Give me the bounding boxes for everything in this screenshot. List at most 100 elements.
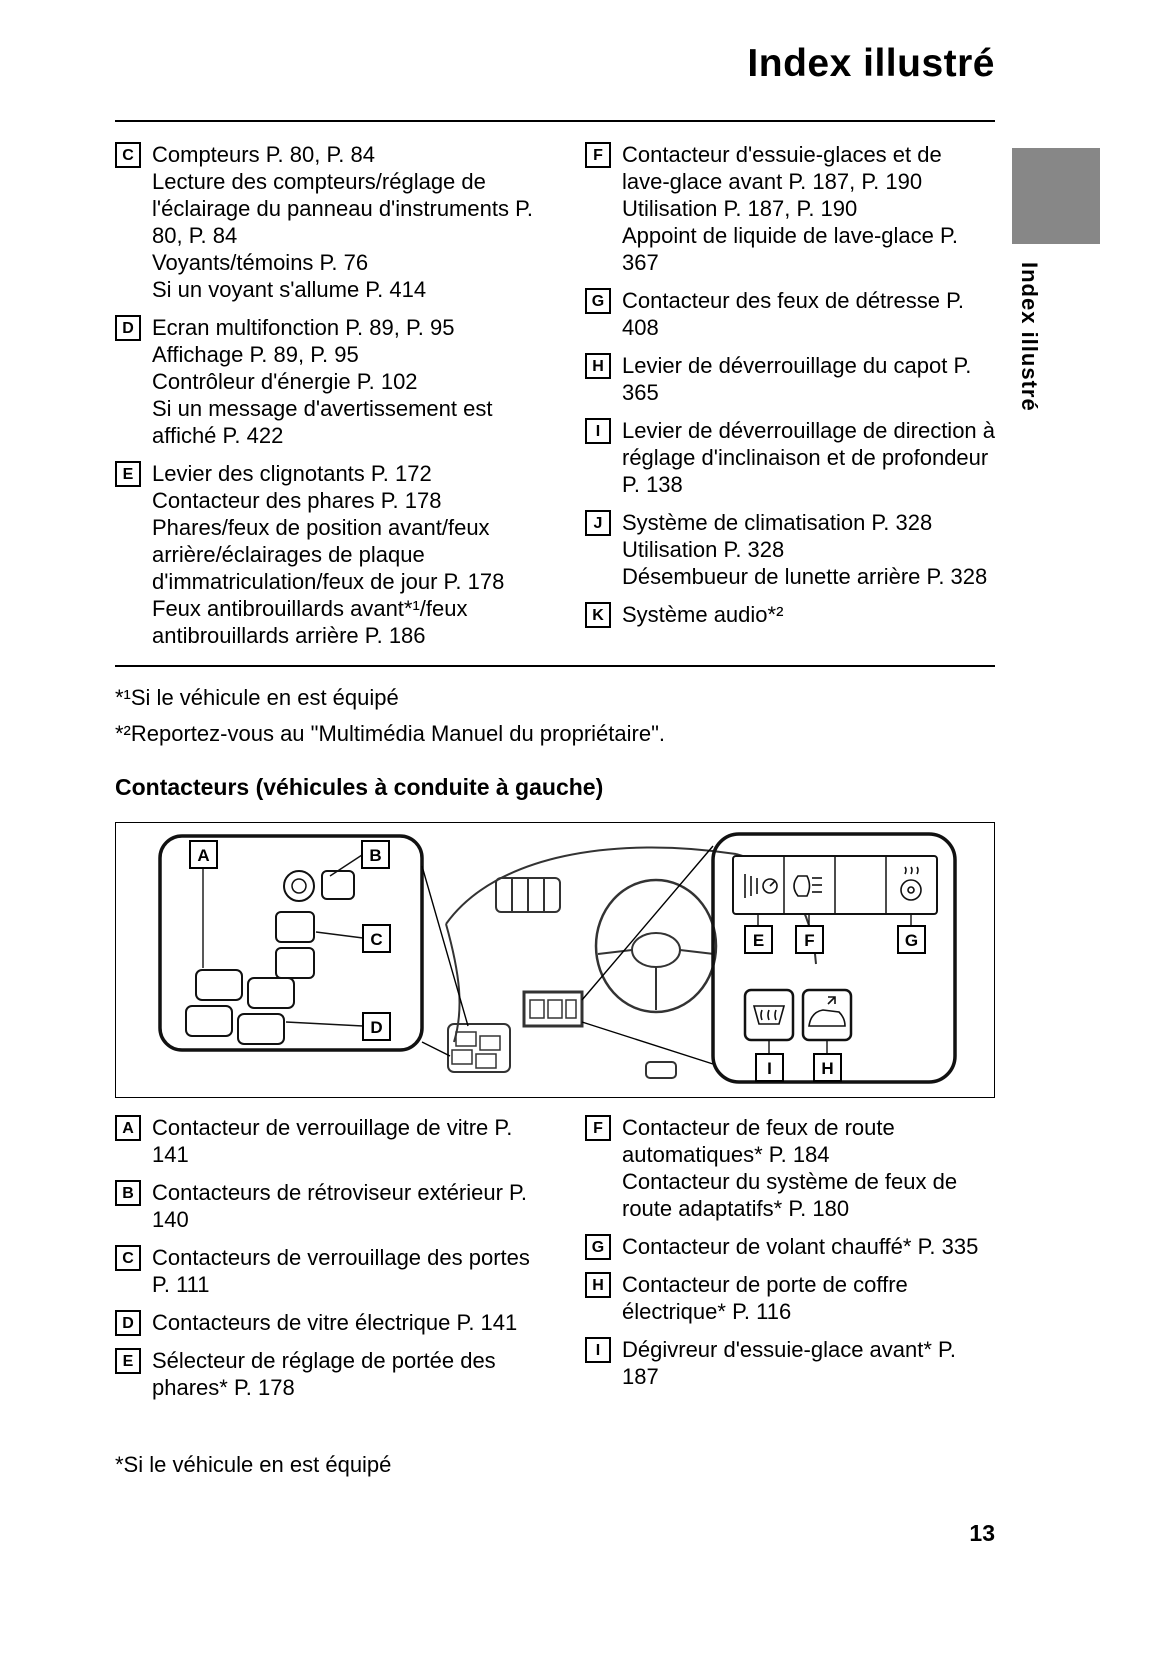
diagram-callout-f: F	[795, 925, 824, 954]
diagram-callout-a: A	[189, 840, 218, 869]
item-label-box: J	[585, 510, 611, 536]
contacteur-item-i: I Dégivreur d'essuie-glace avant* P. 187	[585, 1336, 995, 1390]
item-line: Levier de déverrouillage de direction à …	[622, 418, 996, 497]
door-switch-panel	[158, 834, 424, 1052]
window-lock-switch	[275, 947, 315, 979]
bottom-left-column: A Contacteur de verrouillage de vitre P.…	[115, 1114, 545, 1412]
item-label-box: D	[115, 315, 141, 341]
item-line: Appoint de liquide de lave-glace P. 367	[622, 223, 958, 275]
steering-wheel	[594, 878, 718, 1014]
diagram-callout-b: B	[361, 840, 390, 869]
contacteur-item-a: A Contacteur de verrouillage de vitre P.…	[115, 1114, 545, 1168]
svg-text:C: C	[370, 930, 382, 949]
index-item-d: D Ecran multifonction P. 89, P. 95 Affic…	[115, 314, 545, 449]
top-left-column: C Compteurs P. 80, P. 84 Lecture des com…	[115, 141, 545, 660]
item-label-box: H	[585, 353, 611, 379]
item-line: Contacteur des feux de détresse P. 408	[622, 288, 965, 340]
contacteur-item-c: C Contacteurs de verrouillage des portes…	[115, 1244, 545, 1298]
headlight-leveling-icon	[744, 874, 778, 898]
contacteur-item-g: G Contacteur de volant chauffé* P. 335	[585, 1233, 995, 1260]
diagram-callout-g: G	[897, 925, 926, 954]
contacteur-item-f: F Contacteur de feux de route automatiqu…	[585, 1114, 995, 1222]
diagram-callout-h: H	[813, 1053, 842, 1082]
item-line: Utilisation P. 328	[622, 537, 785, 562]
item-line: Lecture des compteurs/réglage de l'éclai…	[152, 169, 534, 248]
diagram-callout-e: E	[744, 925, 773, 954]
section-rule	[115, 665, 995, 667]
header-rule	[115, 120, 995, 122]
index-item-c: C Compteurs P. 80, P. 84 Lecture des com…	[115, 141, 545, 303]
index-item-k: K Système audio*²	[585, 601, 995, 628]
item-label-box: G	[585, 288, 611, 314]
right-switch-panels	[711, 832, 957, 1084]
contacteurs-heading: Contacteurs (véhicules à conduite à gauc…	[115, 774, 604, 800]
item-label-box: H	[585, 1272, 611, 1298]
svg-text:G: G	[905, 931, 918, 950]
item-label-box: D	[115, 1310, 141, 1336]
mirror-adjust-knob	[283, 870, 315, 902]
item-line: Système de climatisation P. 328	[622, 510, 933, 535]
footnote-1: *¹Si le véhicule en est équipé	[115, 685, 399, 710]
page-title: Index illustré	[747, 42, 995, 85]
item-line: Contacteur de porte de coffre électrique…	[622, 1272, 908, 1324]
page-number: 13	[969, 1520, 995, 1546]
item-line: Désembueur de lunette arrière P. 328	[622, 564, 988, 589]
contacteur-item-d: D Contacteurs de vitre électrique P. 141	[115, 1309, 545, 1336]
item-label-box: F	[585, 1115, 611, 1141]
item-line: Affichage P. 89, P. 95	[152, 342, 359, 367]
svg-text:F: F	[804, 931, 814, 950]
item-line: Contacteur des phares P. 178	[152, 488, 442, 513]
heated-steering-wheel-icon	[900, 866, 922, 901]
svg-text:D: D	[370, 1018, 382, 1037]
item-line: Système audio*²	[622, 602, 784, 627]
pedal	[645, 1061, 677, 1079]
item-line: Levier des clignotants P. 172	[152, 461, 432, 486]
contacteurs-index-columns: A Contacteur de verrouillage de vitre P.…	[115, 1114, 995, 1412]
item-line: Phares/feux de position avant/feux arriè…	[152, 515, 505, 594]
main-content: C Compteurs P. 80, P. 84 Lecture des com…	[115, 141, 995, 1478]
contacteur-item-h: H Contacteur de porte de coffre électriq…	[585, 1271, 995, 1325]
diagram-callout-i: I	[755, 1053, 784, 1082]
item-line: Dégivreur d'essuie-glace avant* P. 187	[622, 1337, 956, 1389]
item-line: Contacteur de feux de route automatiques…	[622, 1115, 895, 1167]
item-label-box: E	[115, 1348, 141, 1374]
index-item-j: J Système de climatisation P. 328 Utilis…	[585, 509, 995, 590]
driver-lower-panel	[447, 1023, 511, 1073]
index-item-f: F Contacteur d'essuie-glaces et de lave-…	[585, 141, 995, 276]
power-tailgate-icon	[808, 996, 846, 1027]
item-label-box: E	[115, 461, 141, 487]
window-switch	[195, 969, 243, 1001]
item-line: Sélecteur de réglage de portée des phare…	[152, 1348, 496, 1400]
item-line: Voyants/témoins P. 76	[152, 250, 369, 275]
window-switch	[237, 1013, 285, 1045]
item-line: Contrôleur d'énergie P. 102	[152, 369, 418, 394]
svg-text:A: A	[197, 846, 209, 865]
svg-text:B: B	[369, 846, 381, 865]
item-label-box: K	[585, 602, 611, 628]
contacteurs-diagram-frame: A B C D E	[115, 822, 995, 1098]
item-line: Ecran multifonction P. 89, P. 95	[152, 315, 455, 340]
bottom-right-column: F Contacteur de feux de route automatiqu…	[585, 1114, 995, 1412]
power-tailgate-switch	[801, 988, 853, 1042]
window-switch	[247, 977, 295, 1009]
diagram-leader-lines	[421, 845, 714, 1065]
wiper-deicer-icon	[752, 1005, 786, 1025]
item-label-box: C	[115, 142, 141, 168]
diagram-callout-c: C	[362, 924, 391, 953]
item-line: Feux antibrouillards avant*¹/feux antibr…	[152, 596, 468, 648]
item-label-box: B	[115, 1180, 141, 1206]
svg-text:E: E	[753, 931, 764, 950]
auto-high-beam-icon	[793, 875, 822, 897]
item-line: Levier de déverrouillage du capot P. 365	[622, 353, 972, 405]
item-label-box: A	[115, 1115, 141, 1141]
contacteur-item-b: B Contacteurs de rétroviseur extérieur P…	[115, 1179, 545, 1233]
chapter-side-label: Index illustré	[1017, 262, 1042, 412]
top-right-column: F Contacteur d'essuie-glaces et de lave-…	[585, 141, 995, 660]
contacteurs-diagram: A B C D E	[158, 832, 957, 1084]
item-line: Contacteurs de rétroviseur extérieur P. …	[152, 1180, 527, 1232]
svg-text:H: H	[821, 1059, 833, 1078]
lower-dash-switch-bank	[522, 990, 584, 1028]
item-line: Contacteur de verrouillage de vitre P. 1…	[152, 1115, 513, 1167]
item-line: Contacteurs de vitre électrique P. 141	[152, 1310, 518, 1335]
